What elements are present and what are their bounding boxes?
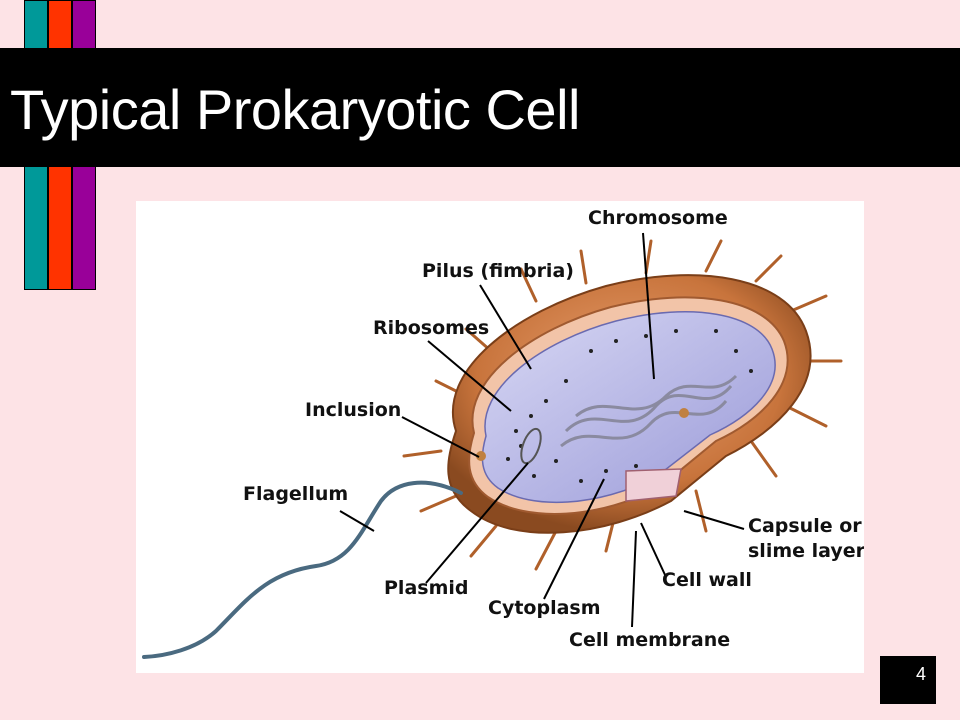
label-chromosome: Chromosome bbox=[588, 207, 728, 229]
inclusion-granule bbox=[476, 451, 486, 461]
label-ribosomes: Ribosomes bbox=[373, 317, 489, 339]
chromosome-shape bbox=[560, 374, 738, 448]
label-cell-membrane: Cell membrane bbox=[569, 629, 730, 651]
cell-diagram: Chromosome Pilus (fimbria) Ribosomes Inc… bbox=[136, 201, 864, 673]
page-number: 4 bbox=[880, 656, 936, 704]
label-inclusion: Inclusion bbox=[305, 399, 401, 421]
label-cytoplasm: Cytoplasm bbox=[488, 597, 601, 619]
cross-section-cut bbox=[625, 468, 682, 502]
label-flagellum: Flagellum bbox=[243, 483, 348, 505]
slide-title: Typical Prokaryotic Cell bbox=[10, 78, 580, 141]
inclusion-granule-2 bbox=[679, 408, 689, 418]
label-capsule-line1: Capsule or bbox=[748, 515, 862, 537]
label-capsule-line2: slime layer bbox=[748, 540, 864, 562]
ribosome-dots bbox=[506, 329, 753, 483]
label-plasmid: Plasmid bbox=[384, 577, 468, 599]
label-pointer-lines bbox=[339, 232, 745, 628]
flagellum-shape bbox=[142, 480, 463, 659]
plasmid-shape bbox=[520, 427, 542, 465]
label-cell-wall: Cell wall bbox=[662, 569, 752, 591]
cell-illustration: Chromosome Pilus (fimbria) Ribosomes Inc… bbox=[142, 207, 864, 659]
label-pilus: Pilus (fimbria) bbox=[422, 260, 574, 282]
title-bar bbox=[0, 48, 960, 167]
